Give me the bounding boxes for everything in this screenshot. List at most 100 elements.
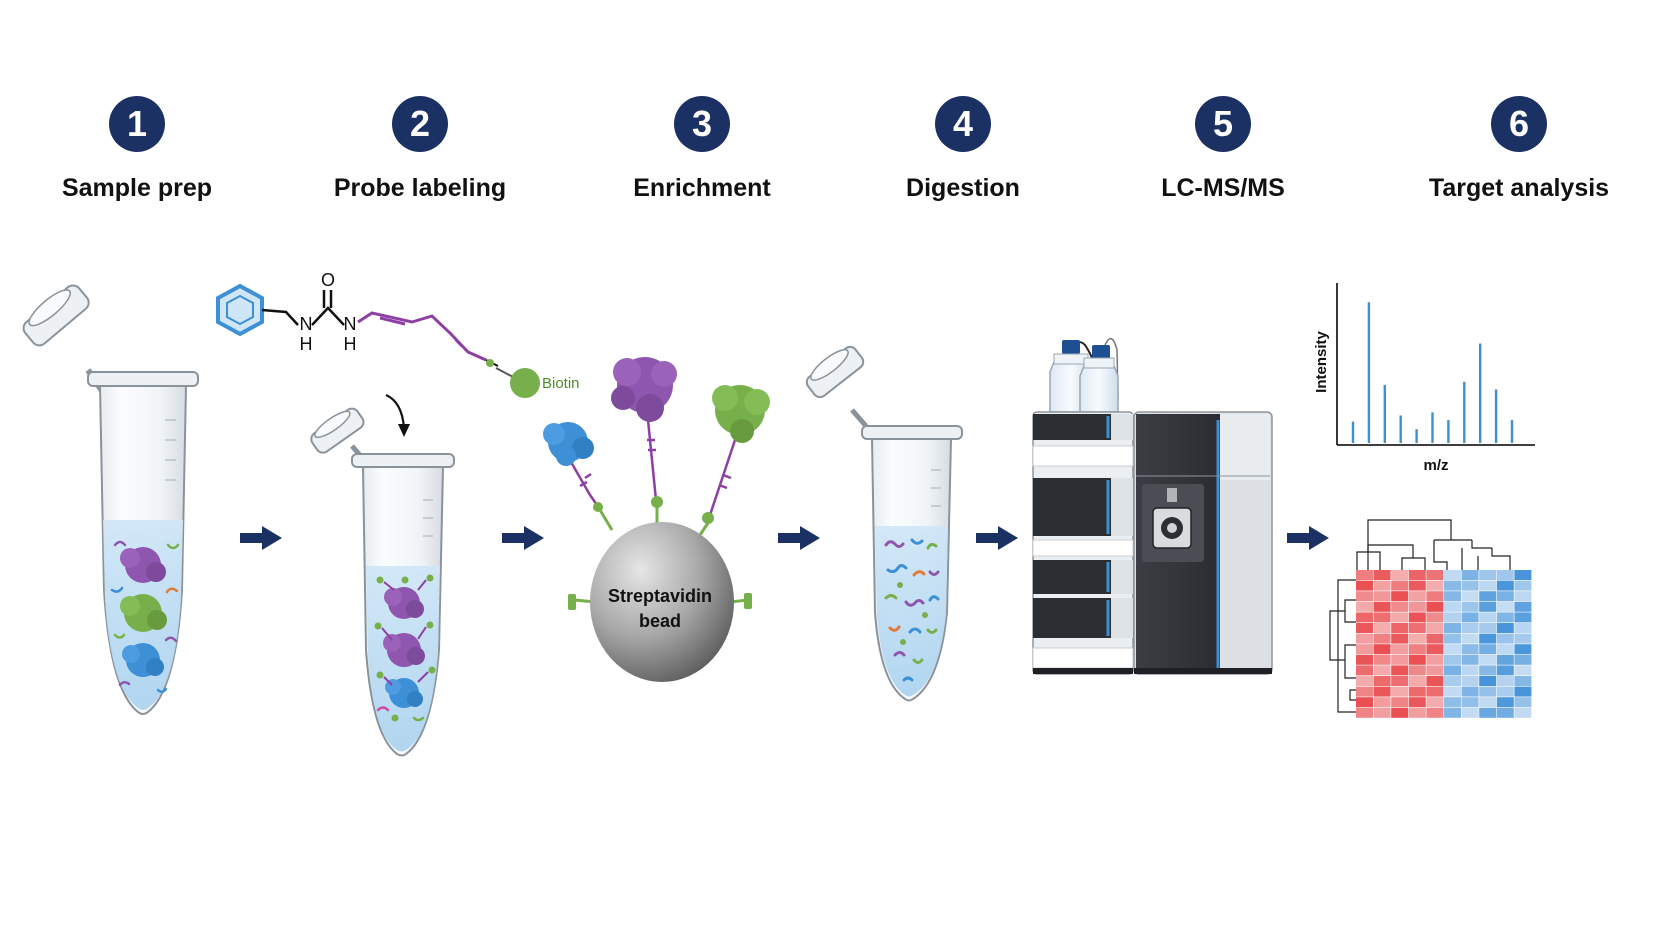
lc-ms-instrument xyxy=(1032,337,1273,675)
heatmap-cell xyxy=(1496,654,1514,665)
heatmap-cell xyxy=(1408,623,1426,633)
heatmap-cell xyxy=(1479,633,1497,644)
heatmap-cell xyxy=(1391,654,1409,665)
heatmap-cell xyxy=(1356,697,1373,708)
heatmap-cell xyxy=(1356,676,1373,686)
mass-spectrum: Intensity m/z xyxy=(1313,283,1535,474)
heatmap-cell xyxy=(1496,707,1514,718)
step-label: Target analysis xyxy=(1428,174,1610,202)
heatmap-cell xyxy=(1426,686,1444,697)
heatmap-cell xyxy=(1461,697,1479,708)
heatmap-cell xyxy=(1461,644,1479,655)
heatmap-cell xyxy=(1514,676,1532,686)
spectrum-xlabel: m/z xyxy=(1423,457,1448,474)
arrow-right-icon xyxy=(502,526,544,550)
heatmap-cell xyxy=(1496,570,1514,580)
step-3: 3 Enrichment xyxy=(572,96,832,203)
heatmap-cell xyxy=(1373,633,1391,644)
heatmap-cell xyxy=(1479,676,1497,686)
heatmap-cell xyxy=(1391,570,1409,580)
heatmap-cell xyxy=(1444,623,1461,633)
heatmap-cell xyxy=(1514,644,1532,655)
phenyl-ring xyxy=(216,283,264,337)
heatmap-cell xyxy=(1444,676,1461,686)
step-4: 4 Digestion xyxy=(833,96,1093,203)
heatmap-cell xyxy=(1356,665,1373,676)
heatmap-cell xyxy=(1479,707,1497,718)
heatmap-cell xyxy=(1391,623,1409,633)
nitrogen-atom-label: N xyxy=(300,314,313,334)
blue-protein xyxy=(543,422,594,466)
spectrum-peaks xyxy=(1351,302,1514,443)
heatmap-cell xyxy=(1426,623,1444,633)
heatmap-cell xyxy=(1408,676,1426,686)
heatmap-cell xyxy=(1373,707,1391,718)
heatmap-cell xyxy=(1444,644,1461,655)
heatmap-cell xyxy=(1426,665,1444,676)
heatmap-cell xyxy=(1496,591,1514,602)
heatmap-cell xyxy=(1408,580,1426,591)
step-label: Sample prep xyxy=(61,174,213,202)
heatmap-cell xyxy=(1496,676,1514,686)
heatmap-cell xyxy=(1426,654,1444,665)
step-label: Probe labeling xyxy=(333,174,507,202)
heatmap-cell xyxy=(1356,654,1373,665)
step-5: 5 LC-MS/MS xyxy=(1093,96,1353,203)
heatmap-cell xyxy=(1373,601,1391,612)
step-6: 6 Target analysis xyxy=(1389,96,1649,203)
step-label: Digestion xyxy=(906,174,1020,202)
step-number-badge: 6 xyxy=(1491,96,1547,152)
heatmap-cell xyxy=(1426,676,1444,686)
heatmap-cell xyxy=(1444,612,1461,623)
clustered-heatmap xyxy=(1329,519,1532,718)
probe-structure: O N H N H Biotin xyxy=(216,270,580,398)
heatmap-cell xyxy=(1373,686,1391,697)
heatmap-cell xyxy=(1444,570,1461,580)
heatmap-cell xyxy=(1479,654,1497,665)
heatmap-cell xyxy=(1391,644,1409,655)
heatmap-cell xyxy=(1373,676,1391,686)
column-dendrogram xyxy=(1356,519,1511,570)
heatmap-cell xyxy=(1496,580,1514,591)
heatmap-cell xyxy=(1426,601,1444,612)
heatmap-cell xyxy=(1514,633,1532,644)
heatmap-cells xyxy=(1356,570,1532,718)
heatmap-cell xyxy=(1461,591,1479,602)
heatmap-cell xyxy=(1373,570,1391,580)
heatmap-cell xyxy=(1514,612,1532,623)
step-1: 1 Sample prep xyxy=(7,96,267,203)
heatmap-cell xyxy=(1479,665,1497,676)
step-number-badge: 1 xyxy=(109,96,165,152)
heatmap-cell xyxy=(1408,654,1426,665)
heatmap-cell xyxy=(1514,601,1532,612)
row-dendrogram xyxy=(1329,579,1356,713)
heatmap-cell xyxy=(1479,697,1497,708)
biotin-tag xyxy=(510,368,540,398)
heatmap-cell xyxy=(1391,580,1409,591)
heatmap-cell xyxy=(1426,644,1444,655)
heatmap-cell xyxy=(1426,707,1444,718)
heatmap-cell xyxy=(1461,633,1479,644)
heatmap-cell xyxy=(1408,697,1426,708)
heatmap-cell xyxy=(1444,697,1461,708)
heatmap-cell xyxy=(1479,623,1497,633)
bead-label-line1: Streptavidin xyxy=(608,586,712,606)
nitrogen-atom-label: N xyxy=(344,314,357,334)
flow-arrows xyxy=(240,526,1329,550)
heatmap-cell xyxy=(1496,686,1514,697)
heatmap-cell xyxy=(1356,686,1373,697)
heatmap-cell xyxy=(1496,644,1514,655)
arrow-right-icon xyxy=(976,526,1018,550)
heatmap-cell xyxy=(1391,676,1409,686)
heatmap-cell xyxy=(1444,580,1461,591)
heatmap-cell xyxy=(1461,707,1479,718)
heatmap-cell xyxy=(1408,686,1426,697)
heatmap-cell xyxy=(1514,686,1532,697)
heatmap-cell xyxy=(1356,601,1373,612)
biotin-label: Biotin xyxy=(542,375,580,392)
heatmap-cell xyxy=(1496,665,1514,676)
heatmap-cell xyxy=(1391,707,1409,718)
oxygen-atom-label: O xyxy=(321,270,335,290)
heatmap-cell xyxy=(1391,665,1409,676)
heatmap-cell xyxy=(1426,570,1444,580)
